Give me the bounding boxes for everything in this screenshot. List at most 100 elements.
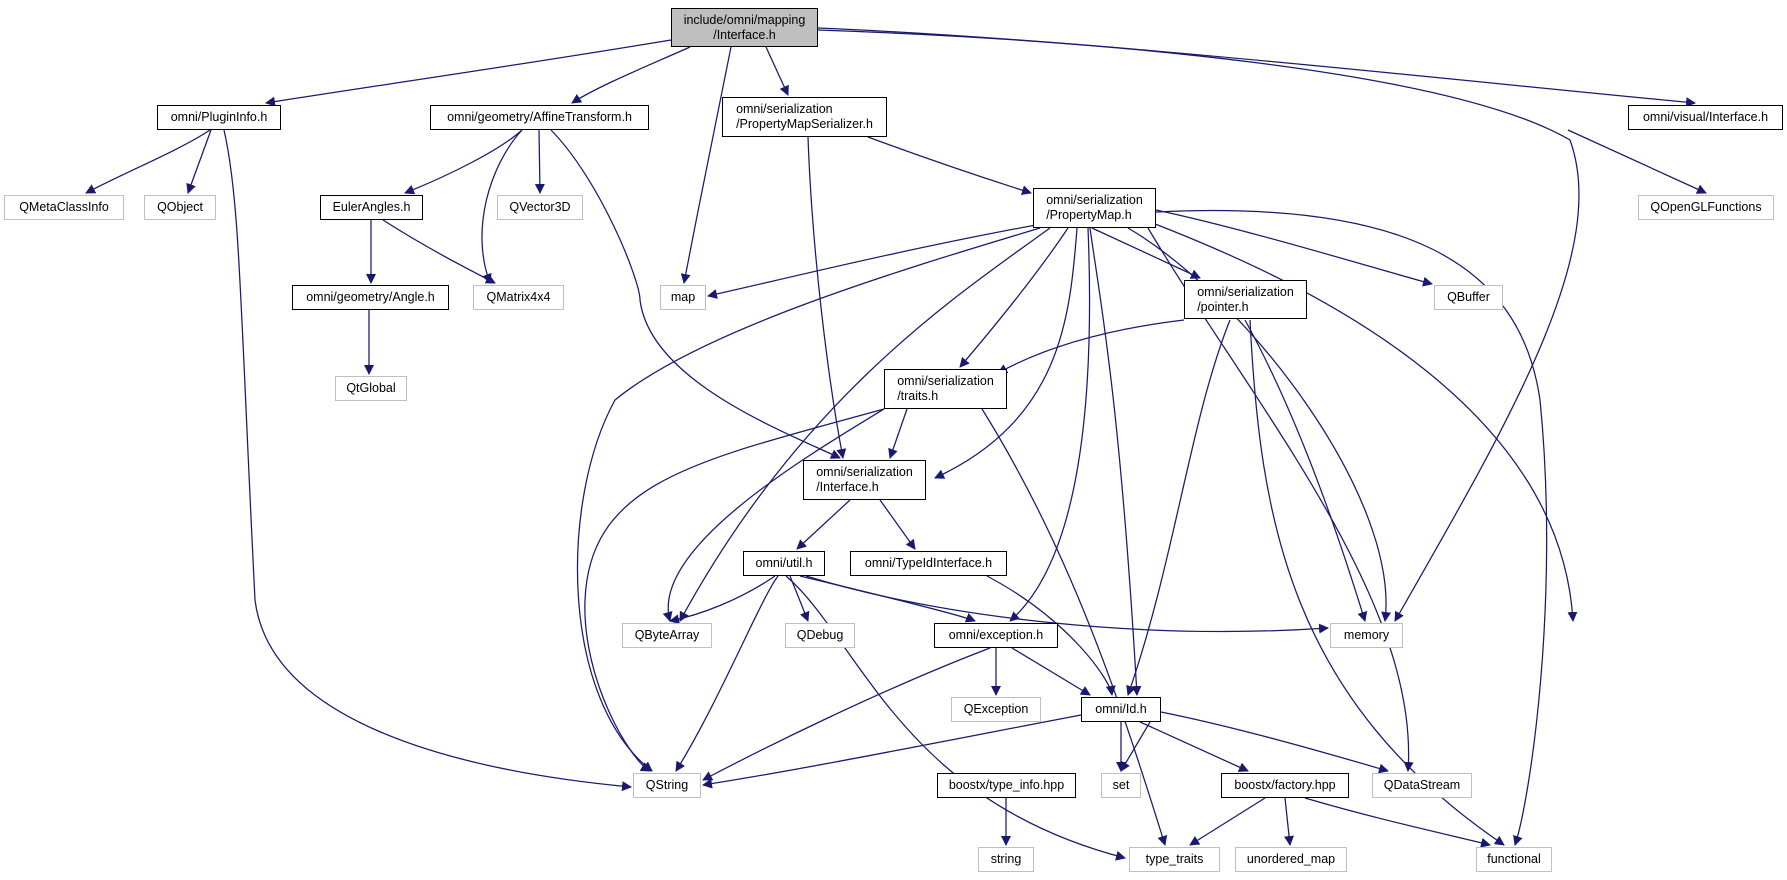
dependency-edge — [807, 136, 847, 459]
node-functional[interactable]: functional — [1476, 847, 1552, 872]
node-label-line2: /pointer.h — [1197, 299, 1249, 314]
node-label-line2: /PropertyMapSerializer.h — [736, 117, 873, 131]
node-label: omni/util.h — [755, 556, 813, 570]
node-label: omni/geometry/AffineTransform.h — [447, 110, 632, 124]
dependency-edge — [382, 219, 496, 284]
node-mapping-interface-root[interactable]: include/omni/mapping /Interface.h — [671, 8, 818, 47]
node-label: QDataStream — [1383, 778, 1461, 792]
dependency-edge — [1120, 721, 1151, 772]
node-label: unordered_map — [1246, 852, 1336, 866]
dependency-edge — [571, 46, 691, 104]
node-qbuffer[interactable]: QBuffer — [1434, 285, 1503, 310]
node-typeidinterface[interactable]: omni/TypeIdInterface.h — [850, 551, 1007, 576]
dependency-edge — [1149, 221, 1578, 622]
node-angle[interactable]: omni/geometry/Angle.h — [292, 285, 449, 310]
node-string[interactable]: string — [978, 847, 1034, 872]
dependency-edge — [1089, 227, 1142, 696]
node-label: functional — [1487, 852, 1541, 866]
dependency-edge — [796, 499, 851, 550]
dependency-edge — [1127, 227, 1392, 622]
node-typeinfo[interactable]: boostx/type_info.hpp — [937, 773, 1076, 798]
dependency-edge — [679, 227, 1051, 622]
node-label-line1: omni/serialization — [816, 465, 913, 479]
node-label: QtGlobal — [346, 381, 396, 395]
dependency-edge — [1155, 209, 1548, 846]
node-label-line1: omni/serialization — [736, 102, 833, 116]
dependency-edge — [576, 227, 1041, 772]
dependency-edge — [265, 39, 672, 107]
dependency-edge — [481, 129, 523, 284]
node-memory[interactable]: memory — [1330, 623, 1403, 648]
dependency-edge — [785, 575, 1126, 861]
node-type-traits[interactable]: type_traits — [1129, 847, 1220, 872]
node-qmatrix4x4[interactable]: QMatrix4x4 — [473, 285, 564, 310]
node-label: EulerAngles.h — [332, 200, 411, 214]
node-label: boostx/factory.hpp — [1234, 778, 1336, 792]
node-propertymapserializer[interactable]: omni/serialization /PropertyMapSerialize… — [722, 97, 887, 137]
node-label-line1: include/omni/mapping — [683, 12, 806, 27]
dependency-edge — [867, 136, 1032, 196]
dependency-edge — [799, 575, 976, 623]
node-map[interactable]: map — [660, 285, 706, 310]
node-label: omni/exception.h — [948, 628, 1044, 642]
node-qdatastream[interactable]: QDataStream — [1372, 773, 1472, 798]
node-qdebug[interactable]: QDebug — [785, 623, 855, 648]
node-pointer[interactable]: omni/serialization /pointer.h — [1184, 280, 1307, 319]
node-label: omni/visual/Interface.h — [1642, 110, 1769, 124]
dependency-edge — [702, 647, 991, 781]
node-label: omni/TypeIdInterface.h — [864, 556, 993, 570]
node-traits[interactable]: omni/serialization /traits.h — [884, 369, 1007, 409]
dependency-edge — [1249, 319, 1505, 846]
dependency-edge — [186, 129, 212, 194]
node-label: QObject — [157, 200, 203, 214]
node-serialization-interface[interactable]: omni/serialization /Interface.h — [803, 460, 926, 500]
node-qexception[interactable]: QException — [951, 697, 1041, 722]
node-label: memory — [1343, 628, 1390, 642]
node-visual-interface[interactable]: omni/visual/Interface.h — [1628, 105, 1783, 130]
node-set[interactable]: set — [1101, 773, 1141, 798]
node-qbytearray[interactable]: QByteArray — [622, 623, 712, 648]
node-unordered-map[interactable]: unordered_map — [1235, 847, 1347, 872]
node-label: string — [990, 852, 1022, 866]
node-qtglobal[interactable]: QtGlobal — [335, 376, 407, 401]
dependency-edge — [981, 408, 1168, 846]
node-affinetransform[interactable]: omni/geometry/AffineTransform.h — [430, 105, 649, 130]
node-label: omni/geometry/Angle.h — [306, 290, 435, 304]
dependency-edge — [584, 408, 885, 772]
dependency-edge — [888, 408, 908, 459]
dependency-edge — [534, 129, 545, 194]
dependency-edge — [662, 408, 885, 622]
node-id[interactable]: omni/Id.h — [1081, 697, 1161, 722]
node-qmetaclassinfo[interactable]: QMetaClassInfo — [4, 195, 124, 220]
dependency-edge — [1155, 209, 1433, 287]
node-label-line1: omni/serialization — [1046, 193, 1143, 207]
node-exception[interactable]: omni/exception.h — [934, 623, 1058, 648]
node-util[interactable]: omni/util.h — [743, 551, 825, 576]
node-label: QString — [645, 778, 689, 792]
node-label: map — [670, 290, 696, 304]
dependency-edge — [1139, 721, 1249, 772]
dependency-edge — [1567, 129, 1707, 194]
dependency-edge — [986, 575, 1116, 696]
node-label-line2: /PropertyMap.h — [1046, 208, 1132, 222]
node-label: omni/Id.h — [1095, 702, 1147, 716]
dependency-edge — [959, 227, 1069, 368]
node-factory[interactable]: boostx/factory.hpp — [1221, 773, 1349, 798]
dependency-edge — [680, 46, 732, 284]
node-qopenglfunctions[interactable]: QOpenGLFunctions — [1638, 195, 1774, 220]
node-label-line2: /Interface.h — [713, 27, 776, 42]
node-qstring[interactable]: QString — [633, 773, 701, 798]
node-qvector3d[interactable]: QVector3D — [497, 195, 583, 220]
node-plugininfo[interactable]: omni/PluginInfo.h — [157, 105, 281, 130]
dependency-edge — [85, 129, 211, 194]
node-qobject[interactable]: QObject — [144, 195, 216, 220]
node-label: QBuffer — [1447, 290, 1490, 304]
dependency-edge — [1126, 319, 1231, 696]
node-label: QDebug — [796, 628, 844, 642]
node-eulerangles[interactable]: EulerAngles.h — [320, 195, 423, 220]
node-propertymap[interactable]: omni/serialization /PropertyMap.h — [1033, 188, 1156, 228]
node-label: set — [1112, 778, 1130, 792]
node-label: omni/PluginInfo.h — [170, 110, 268, 124]
